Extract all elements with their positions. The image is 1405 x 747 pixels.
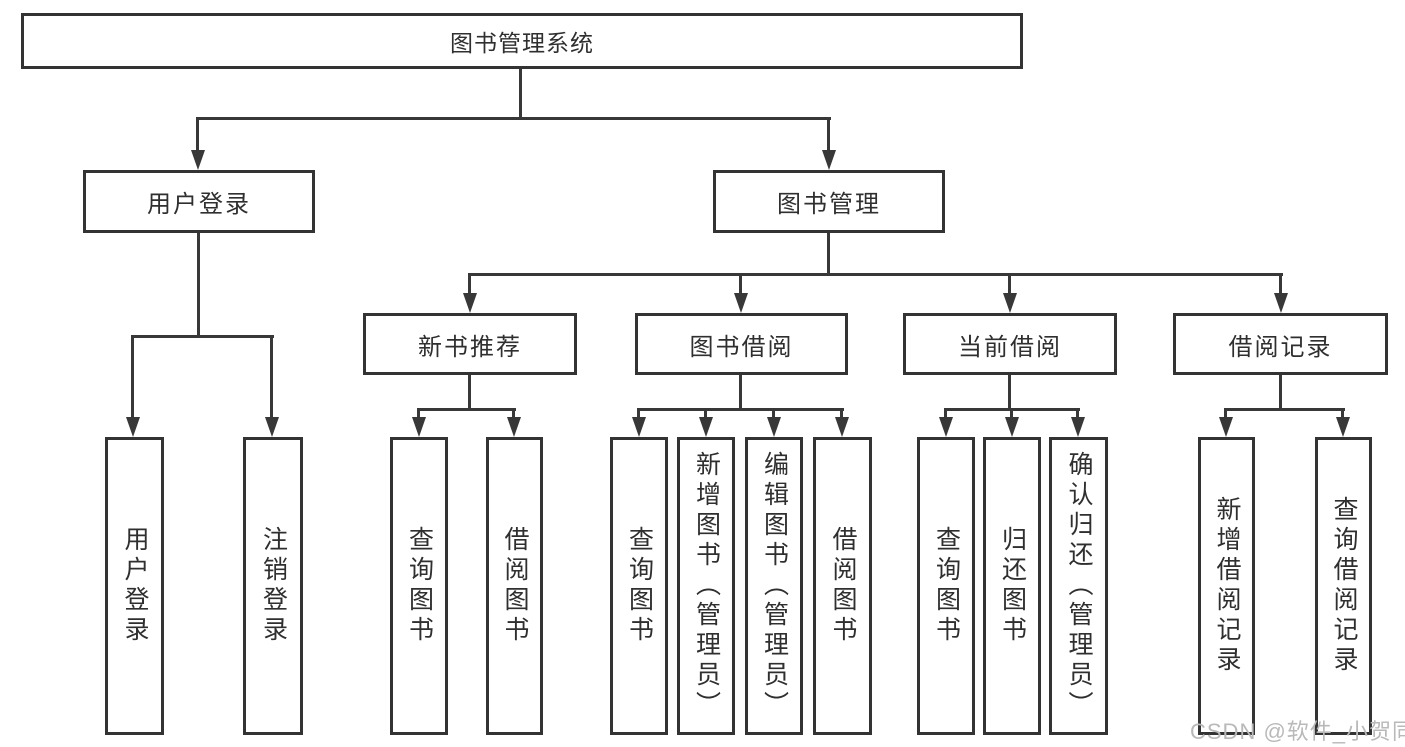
- node-book-borrowing: 图书借阅: [635, 313, 848, 375]
- node-label: 借阅图书: [501, 526, 529, 646]
- arrow-down-icon: [699, 417, 713, 437]
- node-leaf-user-login: 用户登录: [105, 437, 164, 735]
- arrow-down-icon: [1005, 417, 1019, 437]
- node-label: 借阅图书: [829, 526, 857, 646]
- connector-line: [827, 233, 830, 275]
- connector-line: [1076, 410, 1079, 422]
- node-label: 查询图书: [625, 526, 654, 646]
- arrow-down-icon: [822, 150, 836, 170]
- node-label: 用户登录: [147, 191, 251, 218]
- node-leaf-logout: 注销登录: [243, 437, 303, 735]
- connector-line: [1224, 408, 1345, 411]
- connector-line: [1010, 410, 1013, 422]
- node-label: 新增借阅记录: [1213, 496, 1241, 676]
- node-book-management-group: 图书管理: [713, 170, 945, 233]
- node-label: 新书推荐: [418, 333, 522, 361]
- connector-line: [1341, 410, 1344, 422]
- connector-line: [827, 119, 830, 152]
- node-user-login-group: 用户登录: [83, 170, 315, 233]
- arrow-down-icon: [126, 417, 140, 437]
- node-leaf-confirm-return-admin: 确认归还（管理员）: [1049, 437, 1108, 735]
- connector-line: [131, 337, 134, 421]
- node-label: 当前借阅: [958, 333, 1062, 361]
- node-leaf-borrow-book-2: 借阅图书: [813, 437, 872, 735]
- node-label: 查询借阅记录: [1330, 496, 1358, 676]
- connector-line: [637, 410, 640, 422]
- node-leaf-add-book-admin: 新增图书（管理员）: [677, 437, 735, 735]
- arrow-down-icon: [939, 417, 953, 437]
- connector-line: [512, 410, 515, 422]
- arrow-down-icon: [1003, 293, 1017, 313]
- arrow-down-icon: [1071, 417, 1085, 437]
- connector-line: [637, 408, 844, 411]
- arrow-down-icon: [507, 417, 521, 437]
- node-leaf-add-borrow-record: 新增借阅记录: [1198, 437, 1255, 735]
- node-label: 确认归还（管理员）: [1065, 451, 1093, 721]
- connector-line: [417, 408, 516, 411]
- arrow-down-icon: [835, 417, 849, 437]
- node-leaf-query-book-1: 查询图书: [390, 437, 448, 735]
- connector-line: [1224, 410, 1227, 422]
- node-label: 注销登录: [259, 526, 288, 646]
- arrow-down-icon: [412, 417, 426, 437]
- connector-line: [739, 275, 742, 297]
- node-leaf-borrow-book-1: 借阅图书: [486, 437, 543, 735]
- node-leaf-edit-book-admin: 编辑图书（管理员）: [745, 437, 803, 735]
- connector-line: [131, 335, 274, 338]
- connector-line: [468, 375, 471, 410]
- connector-line: [772, 410, 775, 422]
- arrow-down-icon: [734, 293, 748, 313]
- node-borrowing-records: 借阅记录: [1173, 313, 1388, 375]
- node-leaf-return-book: 归还图书: [983, 437, 1041, 735]
- connector-line: [197, 233, 200, 337]
- connector-line: [944, 410, 947, 422]
- node-label: 查询图书: [932, 526, 961, 646]
- connector-line: [944, 408, 1080, 411]
- node-label: 图书管理: [777, 191, 881, 218]
- connector-line: [270, 337, 273, 421]
- connector-line: [196, 119, 199, 152]
- node-leaf-query-book-3: 查询图书: [917, 437, 975, 735]
- arrow-down-icon: [767, 417, 781, 437]
- node-new-book-recommend: 新书推荐: [363, 313, 577, 375]
- connector-line: [468, 275, 471, 297]
- connector-line: [739, 375, 742, 410]
- node-label: 新增图书（管理员）: [692, 451, 721, 721]
- node-label: 用户登录: [121, 526, 149, 646]
- arrow-down-icon: [1219, 417, 1233, 437]
- connector-line: [1279, 275, 1282, 297]
- node-label: 查询图书: [405, 526, 434, 646]
- arrow-down-icon: [265, 417, 279, 437]
- connector-line: [704, 410, 707, 422]
- connector-line: [1008, 275, 1011, 297]
- node-label: 编辑图书（管理员）: [760, 451, 789, 721]
- arrow-down-icon: [1274, 293, 1288, 313]
- arrow-down-icon: [1336, 417, 1350, 437]
- connector-line: [1008, 375, 1011, 410]
- watermark-text: CSDN @软件_小贺同学: [1190, 719, 1405, 744]
- node-label: 图书管理系统: [450, 30, 594, 56]
- node-leaf-query-borrow-record: 查询借阅记录: [1315, 437, 1372, 735]
- connector-line: [1279, 375, 1282, 410]
- connector-line: [840, 410, 843, 422]
- node-leaf-query-book-2: 查询图书: [610, 437, 668, 735]
- node-label: 归还图书: [998, 526, 1027, 646]
- arrow-down-icon: [632, 417, 646, 437]
- node-label: 借阅记录: [1228, 333, 1333, 361]
- node-root: 图书管理系统: [21, 13, 1023, 69]
- connector-line: [519, 69, 522, 120]
- connector-line: [468, 273, 1283, 276]
- node-label: 图书借阅: [689, 333, 794, 361]
- arrow-down-icon: [191, 150, 205, 170]
- connector-line: [196, 117, 831, 120]
- arrow-down-icon: [463, 293, 477, 313]
- node-current-borrowing: 当前借阅: [903, 313, 1117, 375]
- connector-line: [417, 410, 420, 422]
